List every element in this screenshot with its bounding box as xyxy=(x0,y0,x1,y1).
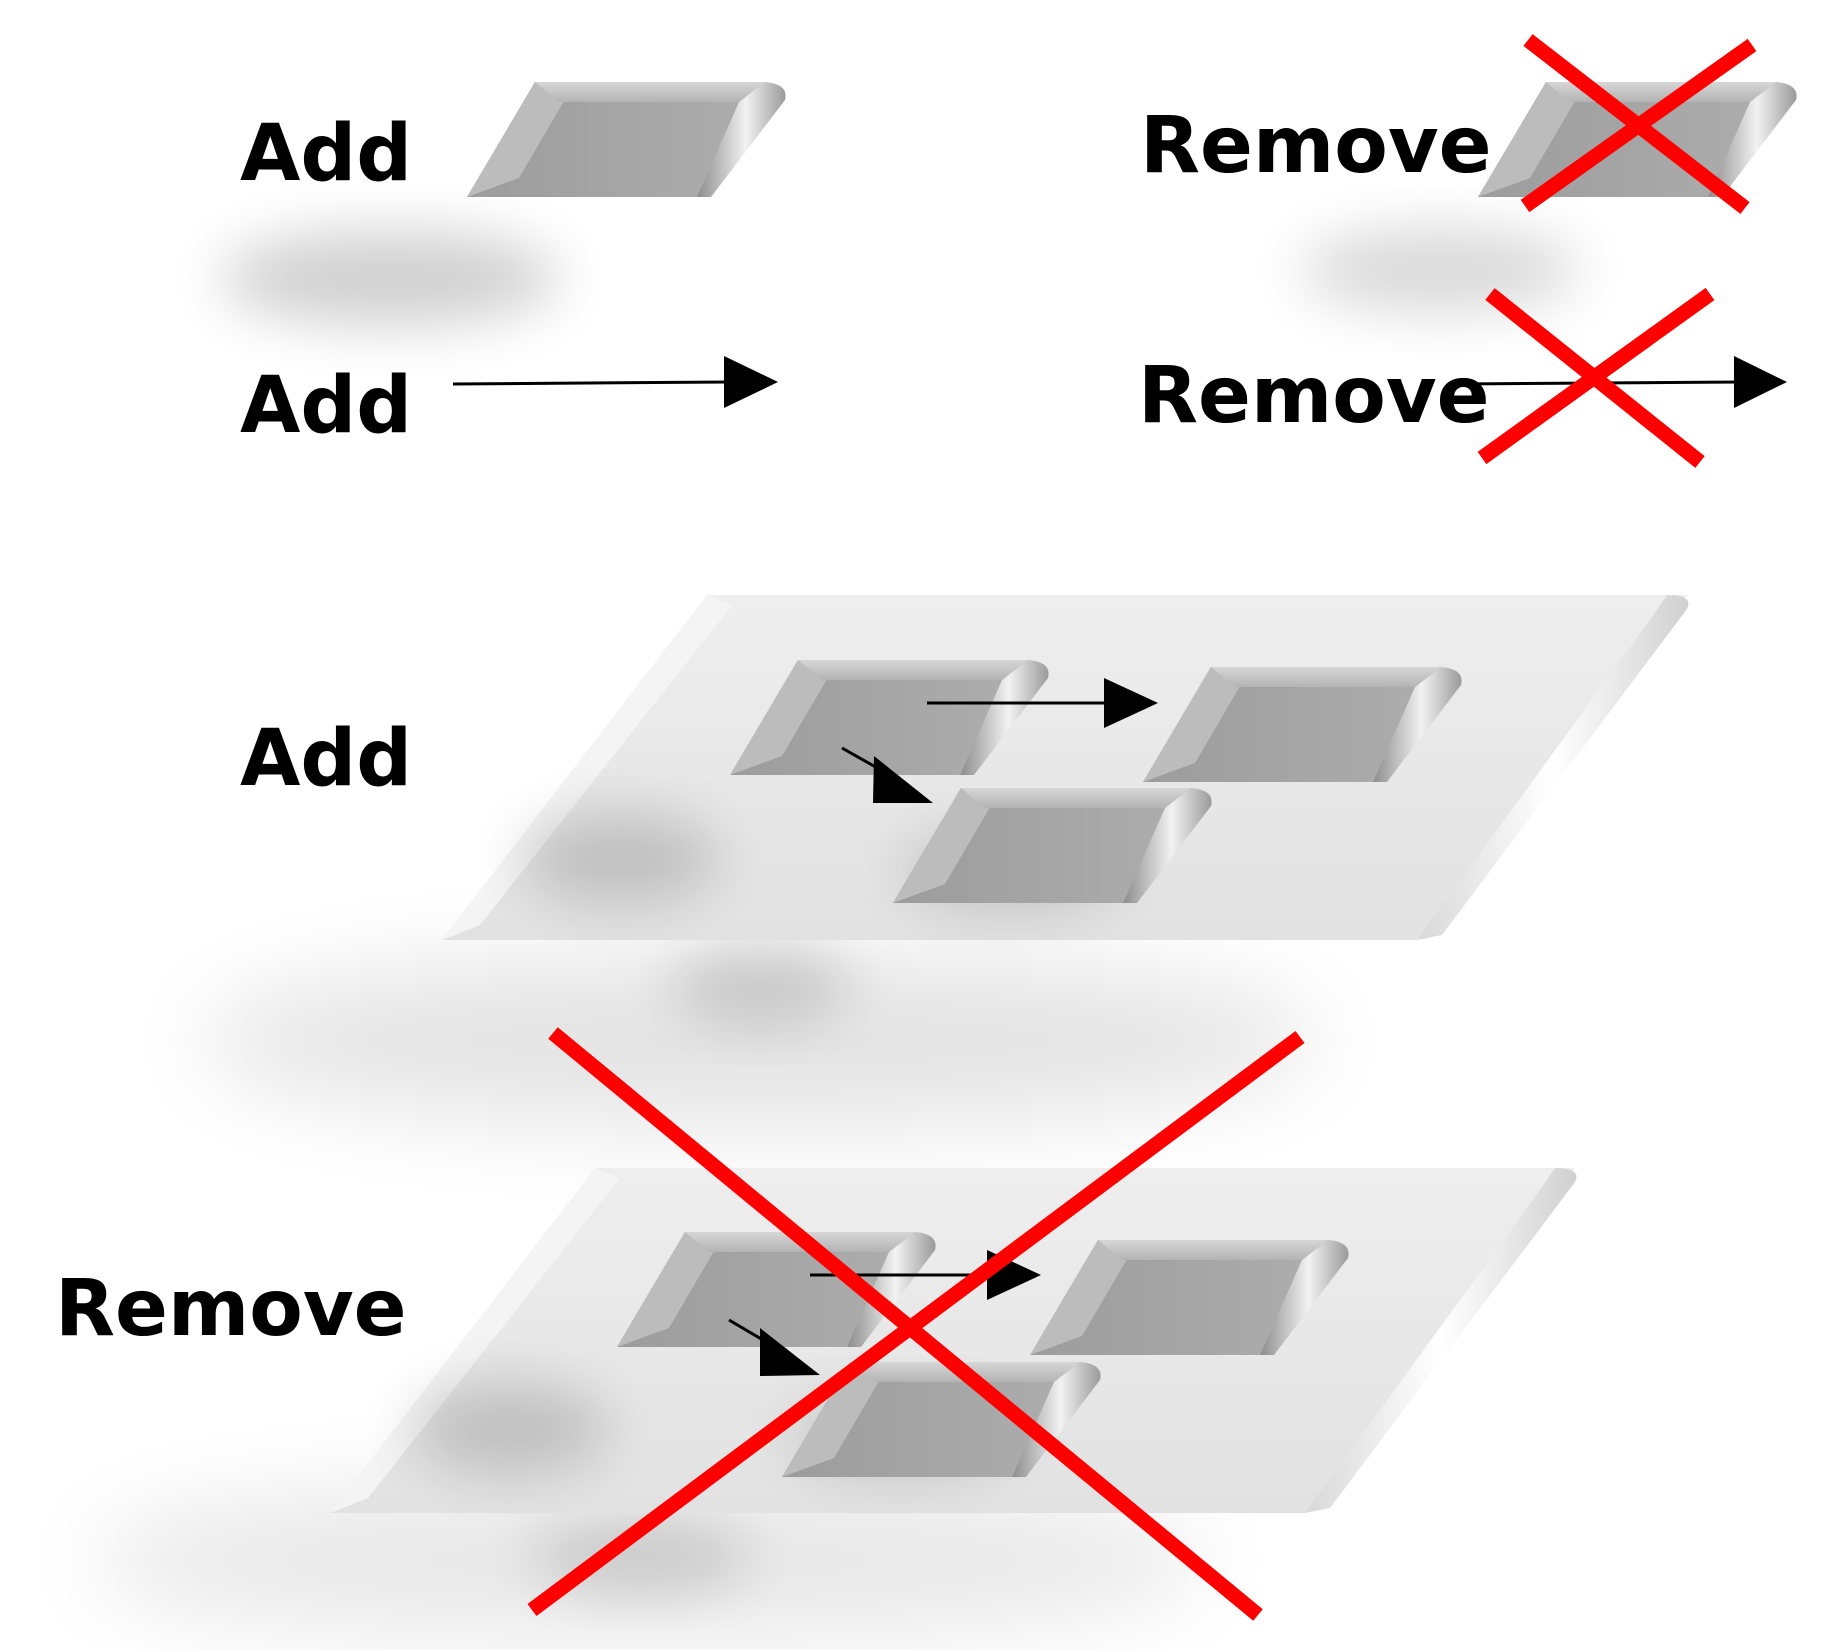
node-shadow xyxy=(220,230,560,326)
node-shadow xyxy=(410,1383,610,1473)
red-x-icon xyxy=(1520,34,1757,214)
remove-edge-label: Remove xyxy=(1138,351,1490,441)
node-shadow xyxy=(520,813,720,903)
add-layer-row: Add xyxy=(200,595,1689,1130)
node-icon xyxy=(1478,82,1797,197)
arrow-icon xyxy=(452,356,778,408)
remove-node-row: Remove xyxy=(1140,34,1797,312)
remove-edge-row: Remove xyxy=(1138,287,1787,468)
arrow-icon xyxy=(728,1318,820,1376)
red-x-icon xyxy=(527,1027,1305,1621)
arrow-icon xyxy=(841,746,933,803)
add-edge-row: Add xyxy=(240,356,778,451)
remove-layer-row: Remove xyxy=(55,1027,1577,1640)
add-node-label: Add xyxy=(240,109,412,199)
node-shadow xyxy=(1300,228,1580,312)
remove-node-label: Remove xyxy=(1140,101,1492,191)
arrow-icon xyxy=(927,678,1158,728)
remove-layer-label: Remove xyxy=(55,1264,407,1354)
add-layer-label: Add xyxy=(240,714,412,804)
add-node-row: Add xyxy=(220,82,786,326)
add-edge-label: Add xyxy=(240,361,412,451)
red-x-icon xyxy=(1477,287,1715,468)
layer-shadow xyxy=(200,950,1320,1130)
node-icon xyxy=(467,82,786,197)
layer-shadow xyxy=(670,945,850,1025)
